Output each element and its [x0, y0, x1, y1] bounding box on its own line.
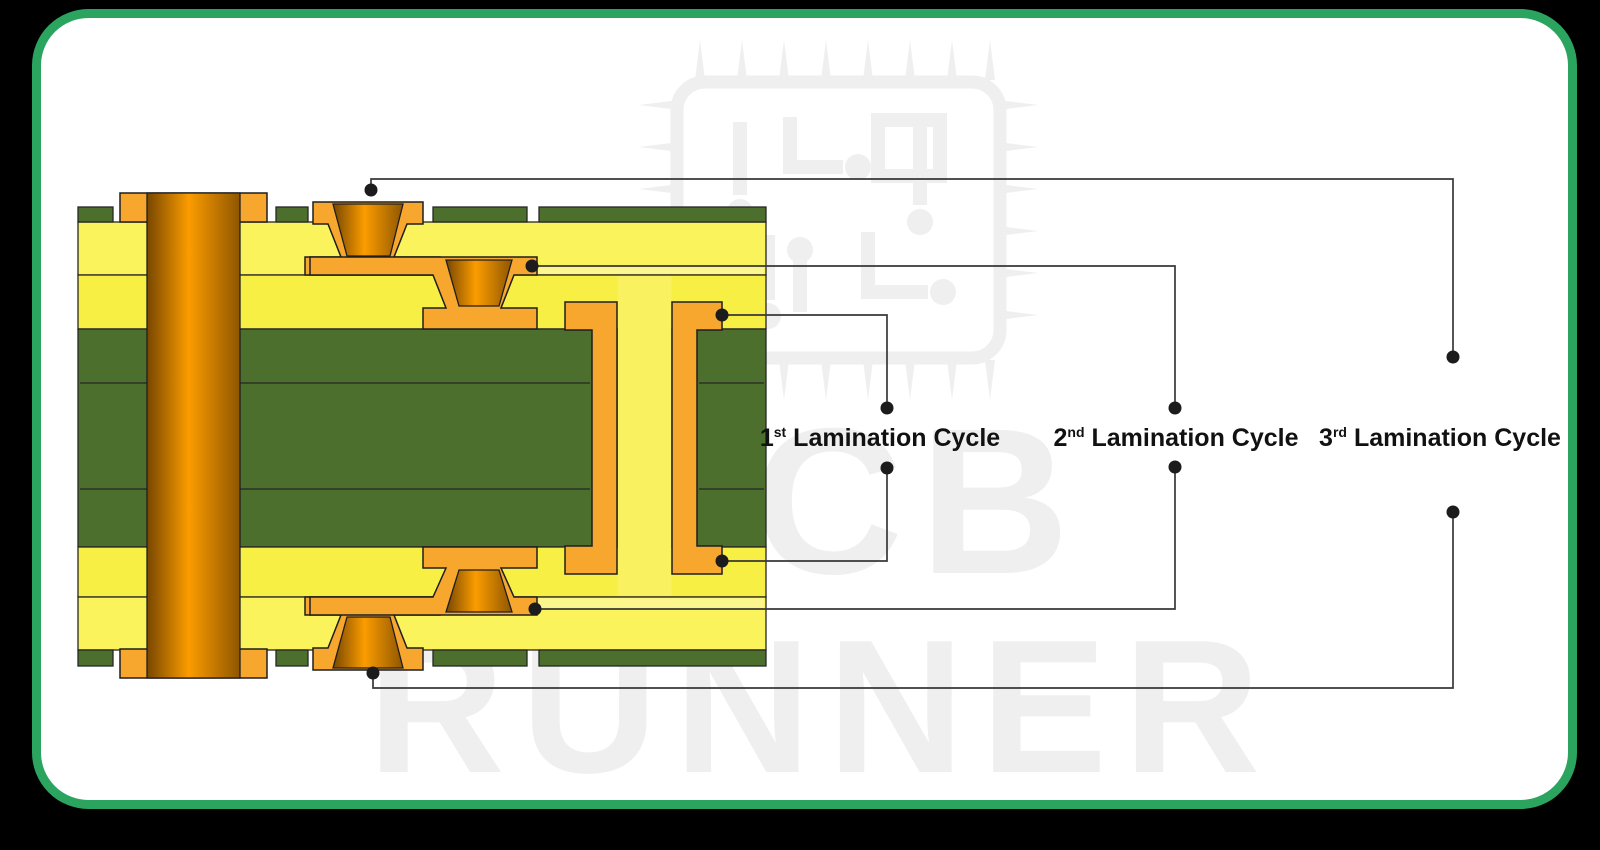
label-cycle-3-number: 3	[1319, 424, 1333, 452]
pcb-cross-section	[77, 192, 767, 679]
through-via-barrel	[146, 192, 241, 679]
label-cycle-3: 3rd Lamination Cycle	[1319, 424, 1561, 452]
label-cycle-2-number: 2	[1053, 424, 1067, 452]
label-cycle-2-ordinal: nd	[1067, 424, 1084, 440]
label-cycle-1: 1st Lamination Cycle	[760, 424, 1000, 452]
label-cycle-1-number: 1	[760, 424, 774, 452]
label-cycle-2-text: Lamination Cycle	[1092, 424, 1299, 452]
outer-copper-strips-bottom	[77, 649, 767, 667]
microvia-bottom-outer-fill	[332, 616, 404, 669]
leader-cycle1-bottom	[722, 468, 888, 562]
buried-via-right	[671, 301, 723, 575]
leader-dots	[364, 183, 1460, 680]
leader-cycle2-bottom	[535, 467, 1176, 610]
leader-cycle2-top	[532, 265, 1176, 408]
leader-cycle3-bottom	[372, 512, 1454, 689]
leader-cycle1-top	[722, 314, 888, 408]
through-hole-via	[119, 192, 268, 679]
watermark: PCB RUNNER	[368, 40, 1260, 813]
microvia-top-inner-fill	[445, 259, 513, 307]
label-cycle-2: 2nd Lamination Cycle	[1053, 424, 1298, 452]
buried-via-left	[564, 301, 618, 575]
label-cycle-1-text: Lamination Cycle	[793, 424, 1000, 452]
microvia-top-outer-fill	[332, 203, 404, 257]
leader-lines	[370, 178, 1454, 689]
label-cycle-3-ordinal: rd	[1333, 424, 1347, 440]
resin-filled-channel	[617, 276, 672, 596]
label-cycle-3-text: Lamination Cycle	[1354, 424, 1561, 452]
label-cycle-1-ordinal: st	[774, 424, 787, 440]
outer-copper-strips-top	[77, 206, 767, 223]
thin-laminate-band-bottom	[538, 598, 764, 608]
thin-laminate-band-top	[538, 267, 764, 274]
microvia-bottom-inner-fill	[445, 569, 513, 613]
